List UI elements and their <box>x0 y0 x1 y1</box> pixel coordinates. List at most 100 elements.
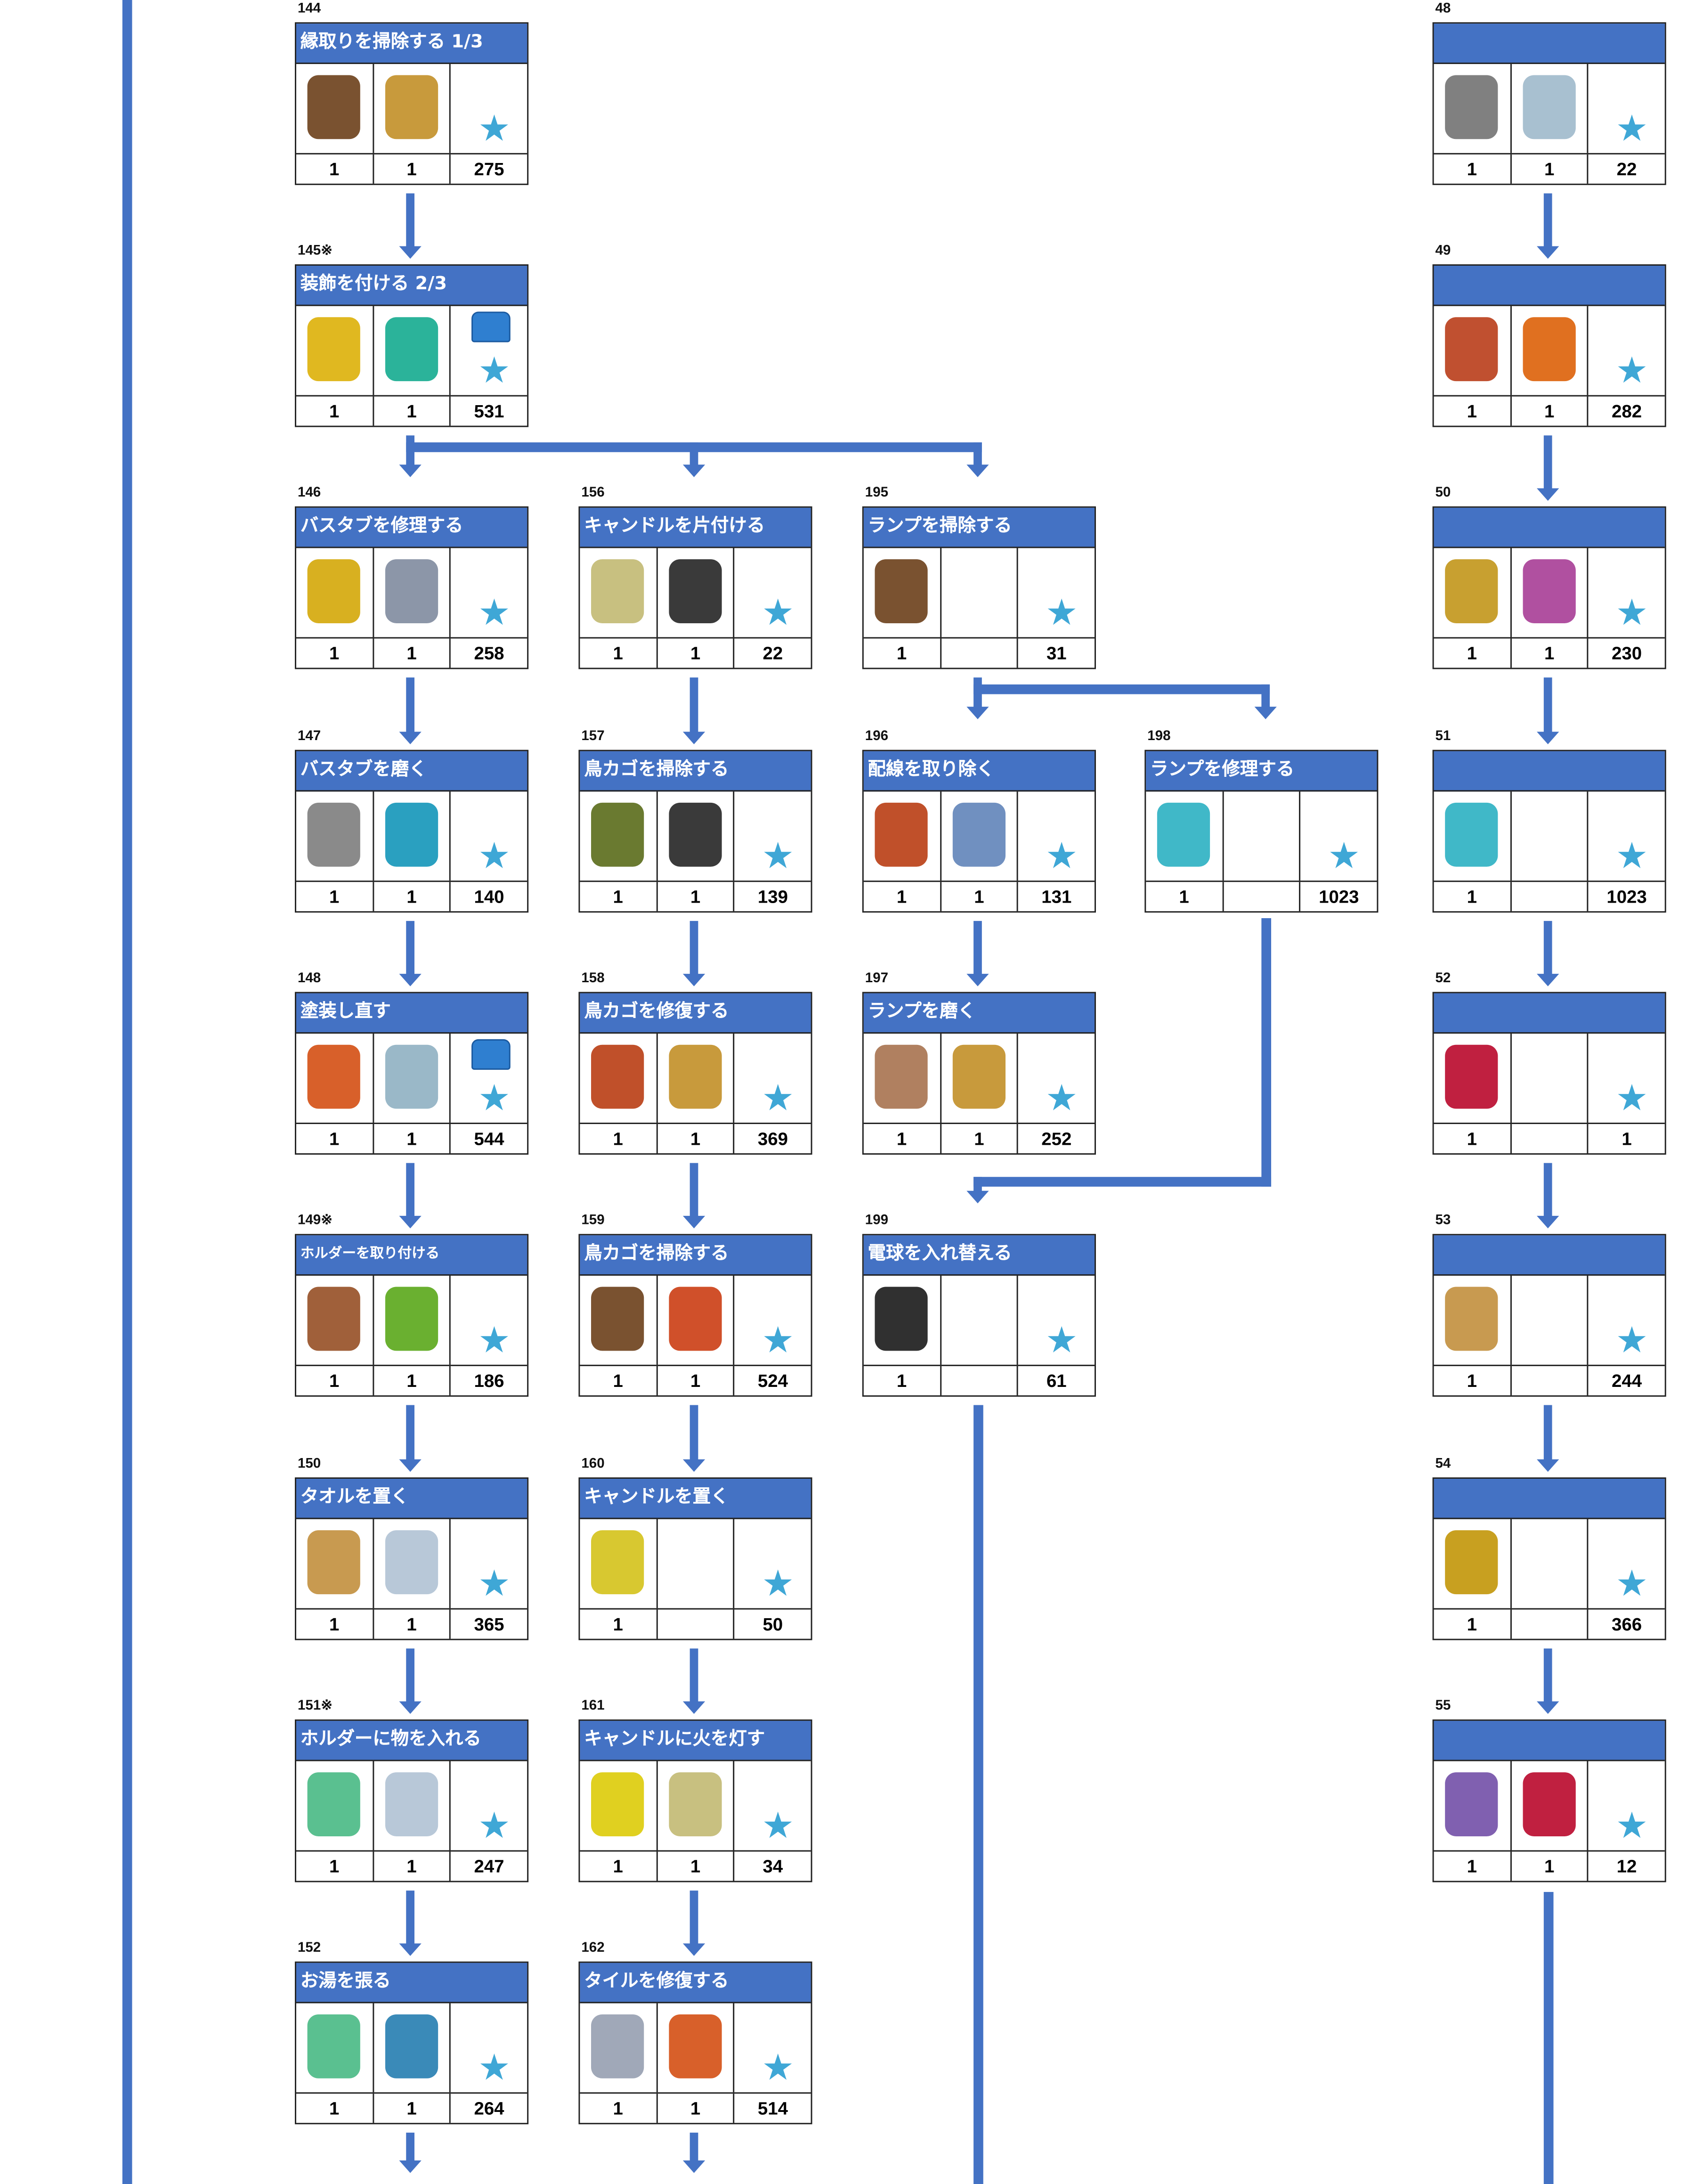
down-arrow-icon <box>399 1891 422 1956</box>
item-quantity <box>940 638 1017 668</box>
arrow-head <box>1537 488 1559 501</box>
item-quantity: 1 <box>656 638 733 668</box>
blue-star-icon: ★ <box>1615 592 1648 635</box>
item-images-row: ★ <box>1434 306 1665 395</box>
item-quantity: 1 <box>372 638 449 668</box>
item-images-row: ★ <box>296 1761 527 1850</box>
item-cell <box>656 1761 733 1850</box>
item-cell: ★ <box>1017 1275 1095 1365</box>
item-images-row: ★ <box>296 2003 527 2093</box>
item-cell: ★ <box>733 2003 811 2093</box>
item-images-row: ★ <box>1434 791 1665 881</box>
arrow-shaft <box>1543 1648 1552 1706</box>
item-cell: ★ <box>1587 1761 1664 1850</box>
item-images-row: ★ <box>296 64 527 153</box>
item-cell <box>1509 1761 1587 1850</box>
treasure-chest-icon <box>471 311 511 342</box>
task-title <box>1434 1235 1665 1276</box>
down-arrow-icon <box>399 921 422 986</box>
pocket-knife-icon <box>591 1772 644 1836</box>
screwdriver-icon <box>1522 317 1575 382</box>
continuation-line <box>1543 1892 1554 2184</box>
item-cell <box>940 791 1017 881</box>
item-quantity: 1 <box>613 886 623 907</box>
item-images-row: ★ <box>1434 64 1665 153</box>
item-images-row: ★ <box>1434 1519 1665 1608</box>
arrow-shaft <box>1543 1405 1552 1464</box>
item-cell: ★ <box>449 791 527 881</box>
blue-star-icon: ★ <box>1045 836 1078 878</box>
item-images-row: ★ <box>580 548 811 637</box>
item-quantity <box>1509 1609 1587 1639</box>
task-title: 塗装し直す <box>296 993 527 1034</box>
item-quantity: 1 <box>896 886 907 907</box>
item-cell <box>296 1276 372 1365</box>
item-quantity <box>1222 882 1299 912</box>
task-title: タオルを置く <box>296 1479 527 1519</box>
blue-star-icon: ★ <box>1045 592 1078 635</box>
arrow-head <box>399 1943 422 1956</box>
blue-star-icon: ★ <box>762 2047 795 2090</box>
item-cell <box>372 64 449 153</box>
gloves-icon <box>668 1772 722 1836</box>
arrow-head <box>1254 707 1277 719</box>
item-images-row: ★ <box>580 1034 811 1123</box>
task-title: キャンドルに火を灯す <box>580 1720 811 1761</box>
item-cell: ★ <box>733 1761 811 1850</box>
down-arrow-icon <box>1537 193 1559 259</box>
blue-star-icon: ★ <box>762 1078 795 1120</box>
item-cell <box>580 1034 656 1123</box>
arrow-shaft <box>406 921 414 978</box>
task-number: 48 <box>1435 1 1451 17</box>
jewelry-box-icon <box>1445 1530 1498 1595</box>
arrow-shaft <box>689 677 698 736</box>
item-images-row: ★ <box>580 791 811 881</box>
star-reward-value: 139 <box>733 882 811 912</box>
item-quantity: 1 <box>613 643 623 664</box>
item-quantity: 1 <box>329 643 340 664</box>
item-images-row: ★ <box>1146 791 1377 881</box>
task-title <box>1434 751 1665 792</box>
item-quantity: 1 <box>613 1370 623 1391</box>
arrow-head <box>682 732 706 744</box>
